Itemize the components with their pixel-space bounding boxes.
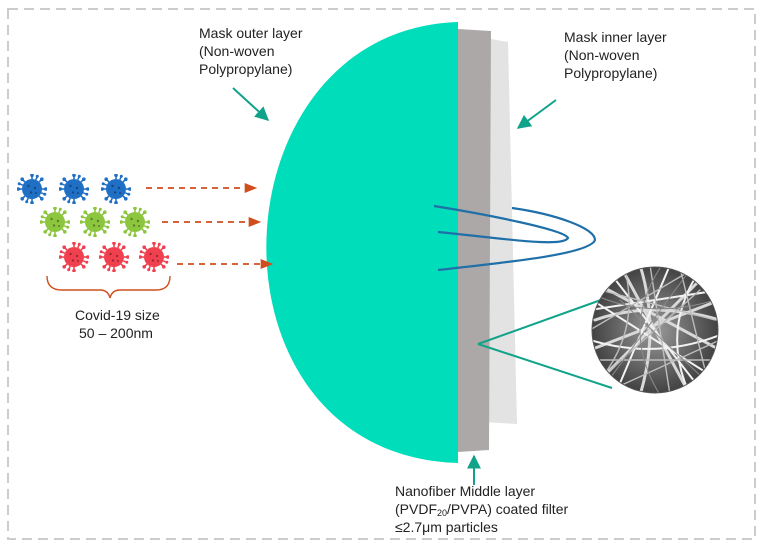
mask-outer-layer [266, 22, 458, 463]
middle-layer-material-suffix: /PVPA) coated filter [447, 501, 569, 517]
virus-icon [120, 207, 150, 237]
outer-layer-title: Mask outer layer [199, 25, 303, 41]
virus-size-label: Covid-19 size 50 – 200nm [75, 306, 160, 342]
virus-icon [59, 242, 89, 272]
virus-row-green [40, 207, 150, 237]
virus-size-title: Covid-19 size [75, 307, 160, 323]
virus-size-range: 50 – 200nm [79, 325, 153, 341]
inner-layer-pointer [516, 99, 557, 129]
virus-row-red [59, 242, 169, 272]
virus-icon [139, 242, 169, 272]
middle-layer-material-prefix: (PVDF [395, 501, 437, 517]
inner-layer-material-name: Polypropylane) [564, 65, 658, 81]
middle-layer-material: (PVDF20/PVPA) coated filter [395, 500, 568, 518]
middle-layer-particle-size: ≤2.7μm particles [395, 519, 498, 535]
virus-icon [99, 242, 129, 272]
virus-icon [40, 207, 70, 237]
inner-layer-material: (Non-woven [564, 47, 640, 63]
inner-layer-label: Mask inner layer (Non-woven Polypropylan… [564, 28, 667, 82]
outer-layer-pointer [232, 87, 270, 121]
sem-callout-lines [477, 295, 613, 389]
middle-layer-material-subscript: 20 [437, 508, 448, 518]
virus-icon [101, 174, 131, 204]
outer-layer-label: Mask outer layer (Non-woven Polypropylan… [199, 24, 302, 78]
middle-layer-title: Nanofiber Middle layer [395, 483, 536, 499]
nanofiber-sem-image [591, 266, 719, 394]
virus-icon [59, 174, 89, 204]
nanofiber-middle-layer [458, 29, 491, 452]
dashed-frame [7, 8, 756, 540]
middle-layer-label: Nanofiber Middle layer (PVDF20/PVPA) coa… [395, 482, 568, 536]
filtration-path [433, 204, 597, 272]
inner-layer-title: Mask inner layer [564, 29, 667, 45]
virus-icon [17, 174, 47, 204]
outer-layer-material: (Non-woven [199, 43, 275, 59]
virus-row-blue [17, 174, 131, 204]
size-brace [46, 275, 171, 299]
virus-icon [80, 207, 110, 237]
outer-layer-material-name: Polypropylane) [199, 61, 293, 77]
